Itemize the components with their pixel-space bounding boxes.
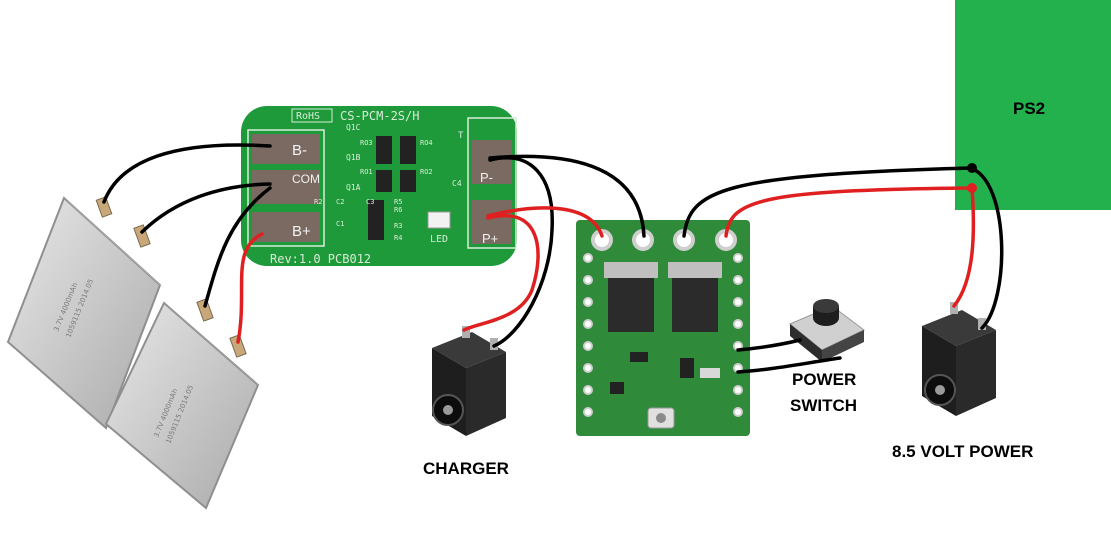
wire-black xyxy=(968,166,1004,330)
silk-ref: R4 xyxy=(394,234,402,242)
power-switch-label-line2: SWITCH xyxy=(790,396,858,415)
pad-p-minus xyxy=(472,140,512,184)
silk-ref: RO3 xyxy=(360,139,373,147)
charger-label: CHARGER xyxy=(423,459,509,478)
mosfet-2 xyxy=(668,262,722,278)
bms-board: RoHS CS-PCM-2S/H Rev:1.0 PCB012 B- COM B… xyxy=(241,106,517,266)
wire-black xyxy=(488,154,646,238)
battery-tab xyxy=(95,196,113,218)
silk-ref: Q1B xyxy=(346,153,361,162)
silk-ref: T xyxy=(458,131,464,141)
pad-label-b-plus: B+ xyxy=(292,223,311,240)
pad-p-plus xyxy=(472,200,512,244)
silk-ref: Q1A xyxy=(346,183,361,192)
power-switch-label-line1: POWER xyxy=(792,370,857,389)
wire-red xyxy=(486,206,604,238)
pad-b-plus xyxy=(252,212,320,242)
battery-tab xyxy=(133,224,151,248)
wire-black xyxy=(488,156,554,348)
wire-black xyxy=(102,143,272,204)
silk-ref: C1 xyxy=(336,220,344,228)
terminal-hole xyxy=(591,229,613,251)
wire-black xyxy=(736,338,802,352)
board-revision: Rev:1.0 PCB012 xyxy=(270,252,371,266)
silk-ref: Q1C xyxy=(346,123,361,132)
power-in-dc-jack xyxy=(922,302,996,416)
pad-label-com: COM xyxy=(292,172,320,186)
bms-ic-2 xyxy=(400,136,416,164)
wire-red xyxy=(724,186,974,238)
pad-label-b-minus: B- xyxy=(292,142,307,159)
power-in-label: 8.5 VOLT POWER xyxy=(892,442,1034,461)
pad-label-p-minus: P- xyxy=(480,170,493,185)
silk-ref: R5 xyxy=(394,198,402,206)
bms-ic-3 xyxy=(376,170,392,192)
pad-com xyxy=(252,170,320,204)
pad-b-minus xyxy=(252,134,320,164)
silk-ref: RO2 xyxy=(420,168,433,176)
silk-ref: R3 xyxy=(394,222,402,230)
silk-ref: C2 xyxy=(336,198,344,206)
bms-ic-1 xyxy=(376,136,392,164)
silk-ref: C4 xyxy=(452,179,462,188)
switch-board xyxy=(576,220,750,436)
silk-ref: R2 xyxy=(314,198,322,206)
mosfet-1 xyxy=(604,262,658,278)
silk-ref: RO1 xyxy=(360,168,373,176)
power-switch-button xyxy=(789,299,865,362)
wire-junction xyxy=(967,183,977,193)
silk-ref: RO4 xyxy=(420,139,433,147)
battery-cell-2: 3.7V 4000mAh 1059115 2014.05 xyxy=(104,301,264,510)
wire-red xyxy=(462,214,540,332)
battery-cell-1: 3.7V 4000mAh 1059115 2014.05 xyxy=(6,196,166,430)
board-model: CS-PCM-2S/H xyxy=(340,109,419,123)
wire-black xyxy=(203,186,272,308)
wire-black xyxy=(140,182,272,234)
bms-led xyxy=(427,211,451,229)
ps2-label: PS2 xyxy=(1013,99,1046,118)
charger-dc-jack xyxy=(432,326,506,436)
battery-tab xyxy=(196,298,214,322)
pad-label-p-plus: P+ xyxy=(482,231,498,246)
wire-junction xyxy=(967,163,977,173)
wire-black xyxy=(682,166,972,238)
wire-black xyxy=(736,356,842,374)
bms-ic-4 xyxy=(400,170,416,192)
silk-ref: C3 xyxy=(366,198,374,206)
battery-tab xyxy=(229,334,247,358)
led-label: LED xyxy=(430,234,448,245)
silk-ref: R6 xyxy=(394,206,402,214)
wire-red xyxy=(236,232,264,344)
wire-red xyxy=(952,186,976,308)
bms-ic-5 xyxy=(368,200,384,240)
rohs-mark: RoHS xyxy=(296,111,320,122)
